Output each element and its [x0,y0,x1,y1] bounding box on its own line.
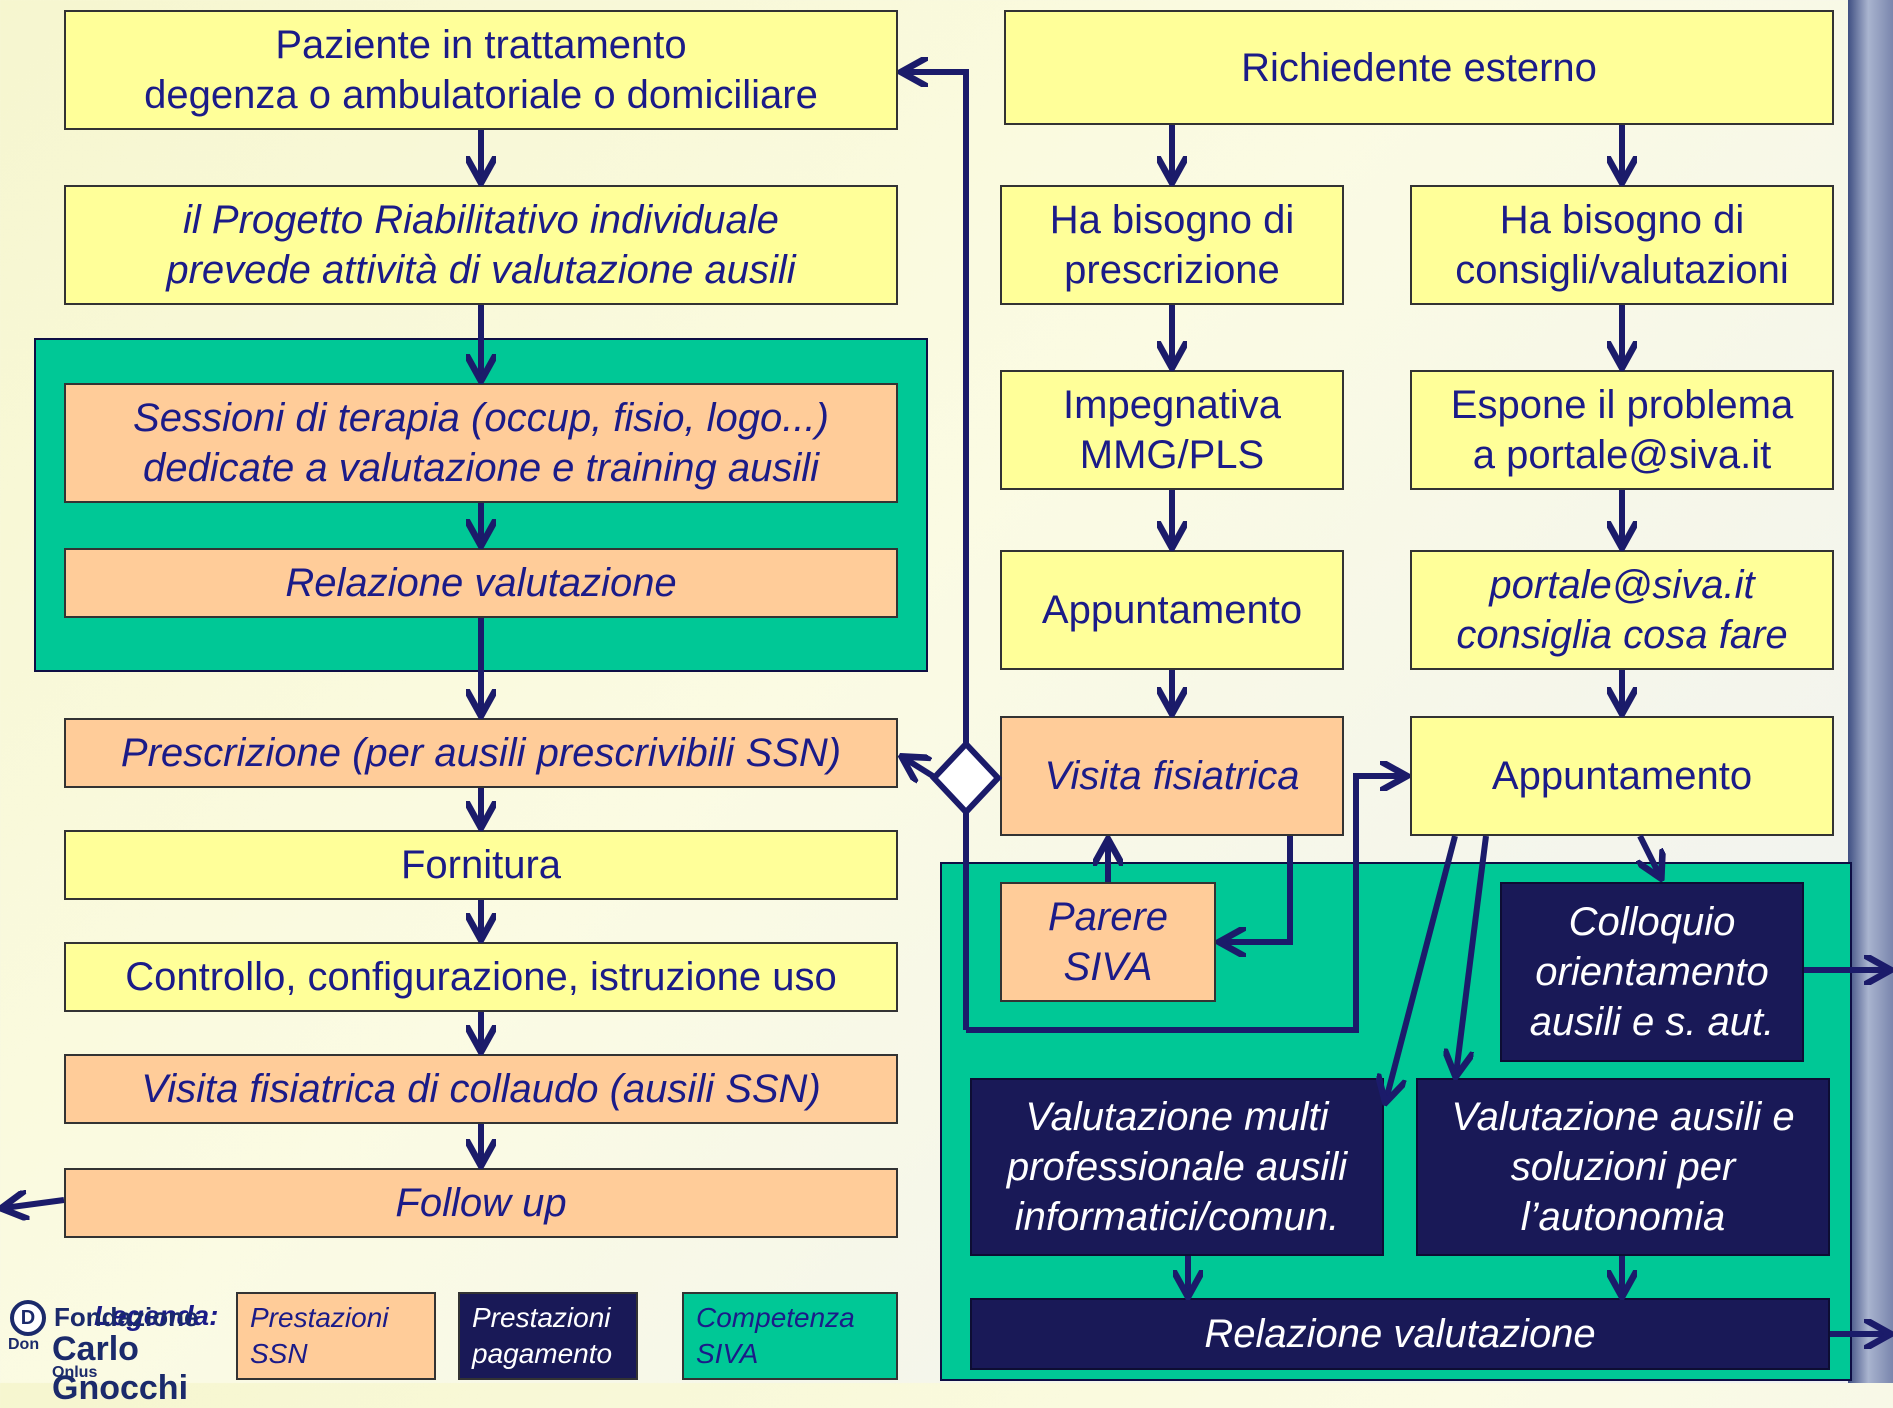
appuntamento-right-box: Appuntamento [1410,716,1834,836]
progetto-box: il Progetto Riabilitativo individuale pr… [64,185,898,305]
portale-consiglia-box: portale@siva.it consiglia cosa fare [1410,550,1834,670]
slide-side-bar [1848,0,1893,1383]
arrow-visita-parere [1222,836,1293,942]
arrow-loop-appuntamento [966,776,1404,1033]
fornitura-box: Fornitura [64,830,898,900]
arrow-app-colloquio [1640,834,1660,876]
logo-line2: Don [8,1336,40,1353]
arrow-app-multi [1386,835,1458,1100]
bisogno-prescrizione-box: Ha bisogno di prescrizione [1000,185,1344,305]
bisogno-consigli-box: Ha bisogno di consigli/valutazioni [1410,185,1834,305]
valutazione-ausili-box: Valutazione ausili e soluzioni per l’aut… [1416,1078,1830,1256]
relazione-left-box: Relazione valutazione [64,548,898,618]
valutazione-multi-box: Valutazione multi professionale ausili i… [970,1078,1384,1256]
sessioni-box: Sessioni di terapia (occup, fisio, logo.… [64,383,898,503]
appuntamento-left-box: Appuntamento [1000,550,1344,670]
impegnativa-box: Impegnativa MMG/PLS [1000,370,1344,490]
parere-siva-box: Parere SIVA [1000,882,1216,1002]
espone-box: Espone il problema a portale@siva.it [1410,370,1834,490]
legend-siva: Competenza SIVA [682,1292,898,1380]
logo-mark-icon: D [10,1300,46,1336]
relazione-right-box: Relazione valutazione [970,1298,1830,1370]
collaudo-box: Visita fisiatrica di collaudo (ausili SS… [64,1054,898,1124]
logo-line4: Onlus [52,1364,98,1381]
colloquio-box: Colloquio orientamento ausili e s. aut. [1500,882,1804,1062]
legend-title: Legenda: [94,1300,219,1331]
visita-fisiatrica-box: Visita fisiatrica [1000,716,1344,836]
richiedente-box: Richiedente esterno [1004,10,1834,125]
arrow-loop-paziente [904,72,969,1030]
decision-diamond [929,739,1003,817]
logo-line1: Fondazione [54,1302,199,1332]
controllo-box: Controllo, configurazione, istruzione us… [64,942,898,1012]
legend-payment: Prestazioni pagamento [458,1292,638,1380]
arrow-visita-prescrizione [904,758,938,778]
legend-ssn: Prestazioni SSN [236,1292,436,1380]
follow-up-box: Follow up [64,1168,898,1238]
prescrizione-box: Prescrizione (per ausili prescrivibili S… [64,718,898,788]
arrow-app-ausili [1456,835,1489,1074]
arrow-follow-out [4,1200,65,1208]
paziente-box: Paziente in trattamento degenza o ambula… [64,10,898,130]
